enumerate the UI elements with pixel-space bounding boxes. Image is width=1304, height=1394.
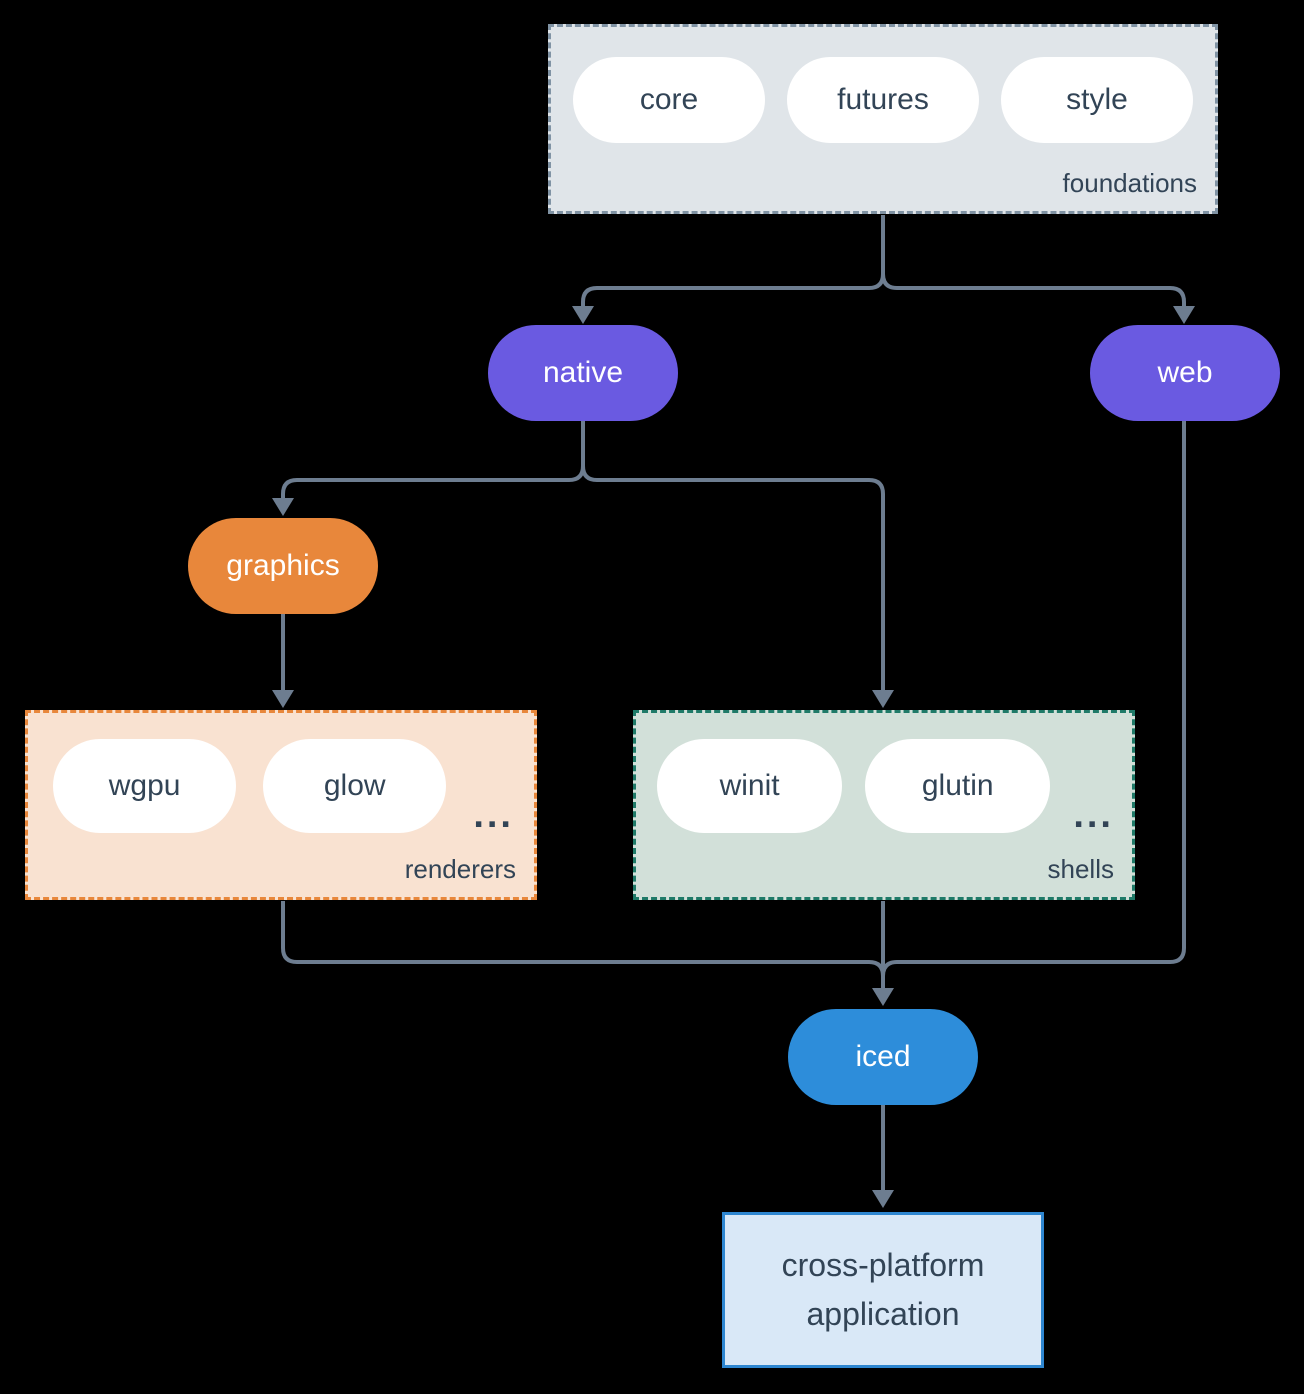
glutin-node-label: glutin <box>921 769 994 802</box>
renderers-ellipsis: ... <box>473 793 514 836</box>
iced-node: iced <box>788 1009 978 1105</box>
graphics-node-label: graphics <box>226 549 340 582</box>
graphics-node: graphics <box>188 518 378 614</box>
edge-foundations-web <box>881 215 1186 308</box>
edge-native-graphics <box>281 421 585 500</box>
futures-node: futures <box>787 57 979 143</box>
shells-group: winit glutin ... shells <box>633 710 1135 900</box>
application-label-line1: cross-platform <box>781 1247 985 1283</box>
wgpu-node-label: wgpu <box>108 769 181 802</box>
web-node: web <box>1090 325 1280 421</box>
winit-node: winit <box>657 739 843 833</box>
arrowhead-iced <box>872 988 894 1006</box>
iced-node-label: iced <box>855 1040 911 1073</box>
arrowhead-shells <box>872 690 894 708</box>
native-node-label: native <box>542 356 624 389</box>
style-node: style <box>1001 57 1193 143</box>
glow-node-label: glow <box>323 769 386 802</box>
renderers-group-label: renderers <box>404 854 516 884</box>
edge-native-shells <box>581 421 885 692</box>
glow-node: glow <box>263 739 447 833</box>
style-node-label: style <box>1066 83 1128 116</box>
application-label-line2: application <box>806 1296 960 1332</box>
web-node-label: web <box>1157 356 1213 389</box>
foundations-group: core futures style foundations <box>548 24 1218 214</box>
arrowhead-renderers <box>272 690 294 708</box>
arrowhead-graphics <box>272 498 294 516</box>
arrowhead-web <box>1173 306 1195 324</box>
core-node-label: core <box>639 83 699 116</box>
winit-node-label: winit <box>719 769 780 802</box>
shells-group-label: shells <box>1047 854 1114 884</box>
application-node: cross-platform application <box>722 1212 1044 1368</box>
renderers-group: wgpu glow ... renderers <box>25 710 537 900</box>
wgpu-node: wgpu <box>53 739 237 833</box>
edge-renderers-iced <box>281 901 885 977</box>
edge-foundations-native <box>581 215 885 308</box>
arrowhead-application <box>872 1190 894 1208</box>
shells-ellipsis: ... <box>1073 793 1114 836</box>
glutin-node: glutin <box>865 739 1051 833</box>
native-node: native <box>488 325 678 421</box>
foundations-group-label: foundations <box>1062 168 1197 198</box>
core-node: core <box>573 57 765 143</box>
arrowhead-native <box>572 306 594 324</box>
futures-node-label: futures <box>837 83 929 116</box>
